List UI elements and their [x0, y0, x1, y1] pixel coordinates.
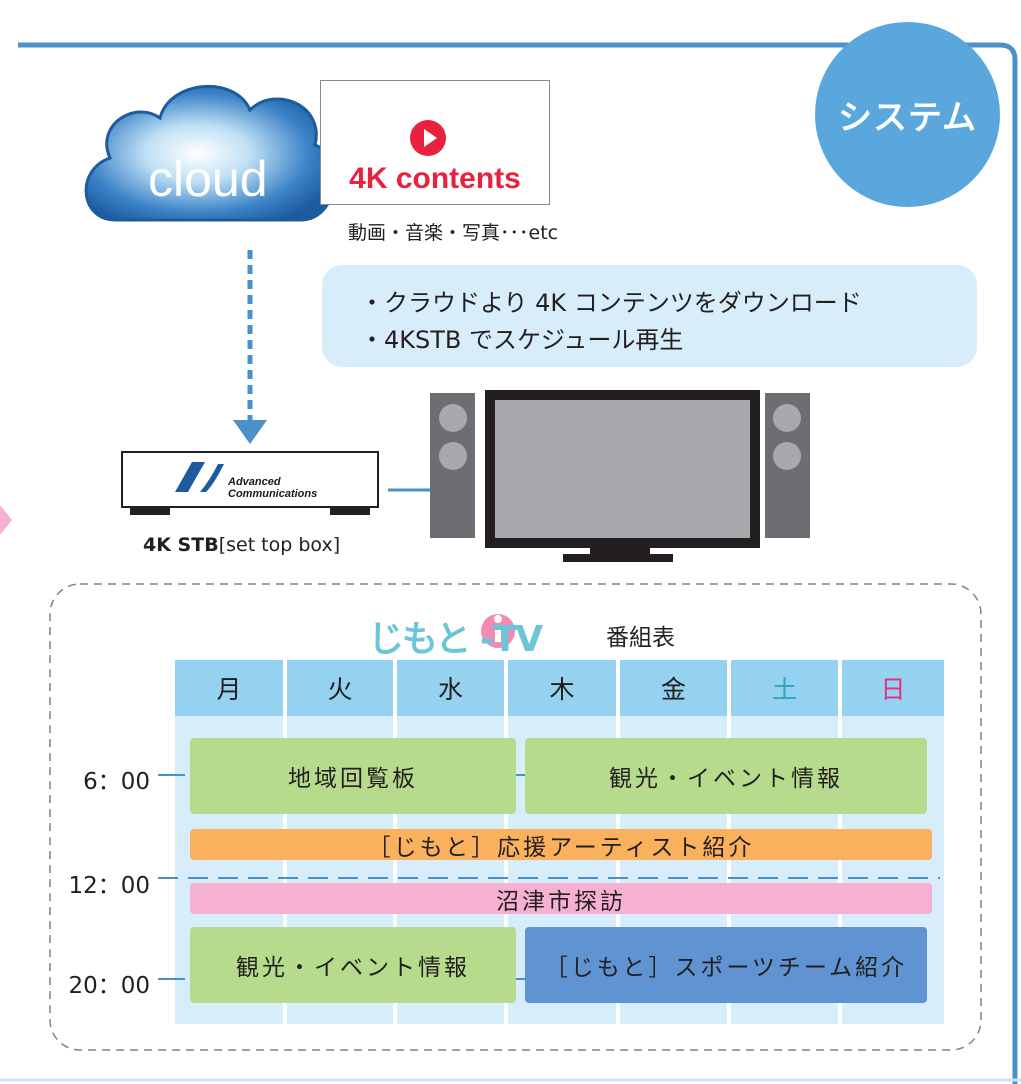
day-header: 月 — [175, 660, 283, 716]
day-header: 水 — [397, 660, 504, 716]
content-title: 4K contents — [349, 162, 521, 195]
feature-line-2: ・4KSTB でスケジュール再生 — [360, 326, 684, 354]
tv-icon — [430, 390, 810, 562]
download-arrow-icon — [233, 250, 267, 444]
program-table-frame — [49, 583, 982, 1051]
program-block: ［じもと］スポーツチーム紹介 — [525, 927, 927, 1003]
brand-logo-text: Advanced Communications — [228, 476, 317, 500]
cloud-label: cloud — [148, 151, 268, 207]
jimoto-tv-logo — [481, 614, 515, 648]
content-subtitle: 動画・音楽・写真･･･etc — [348, 222, 559, 244]
system-badge: システム — [815, 22, 1000, 207]
stb-label-rest: [set top box] — [218, 534, 341, 556]
stb-label-bold: 4K STB — [143, 534, 219, 556]
cable-line — [388, 488, 438, 492]
program-table-title: 番組表 — [606, 625, 675, 651]
time-label-20: 20：00 — [68, 973, 150, 999]
set-top-box-icon — [121, 451, 379, 515]
feature-line-1: ・クラウドより 4K コンテンツをダウンロード — [360, 289, 862, 317]
stb-label: 4K STB[set top box] — [143, 534, 340, 556]
brand-line-1: Advanced — [228, 476, 281, 488]
program-block: 地域回覧板 — [190, 738, 516, 814]
day-header: 火 — [287, 660, 393, 716]
day-header: 日 — [842, 660, 944, 716]
brand-line-2: Communications — [228, 488, 318, 500]
time-label-12: 12：00 — [68, 873, 150, 899]
system-badge-label: システム — [838, 98, 977, 138]
day-header: 土 — [731, 660, 838, 716]
day-header: 木 — [508, 660, 616, 716]
day-header: 金 — [620, 660, 727, 716]
feature-box — [322, 265, 977, 367]
time-label-6: 6：00 — [83, 769, 150, 795]
program-block: 観光・イベント情報 — [190, 927, 516, 1003]
program-block: ［じもと］応援アーティスト紹介 — [190, 829, 932, 861]
program-block: 観光・イベント情報 — [525, 738, 927, 814]
play-icon — [410, 120, 446, 156]
program-block: 沼津市探訪 — [190, 883, 932, 915]
jimoto-tv-logo-text: じもと -TV — [368, 619, 543, 660]
